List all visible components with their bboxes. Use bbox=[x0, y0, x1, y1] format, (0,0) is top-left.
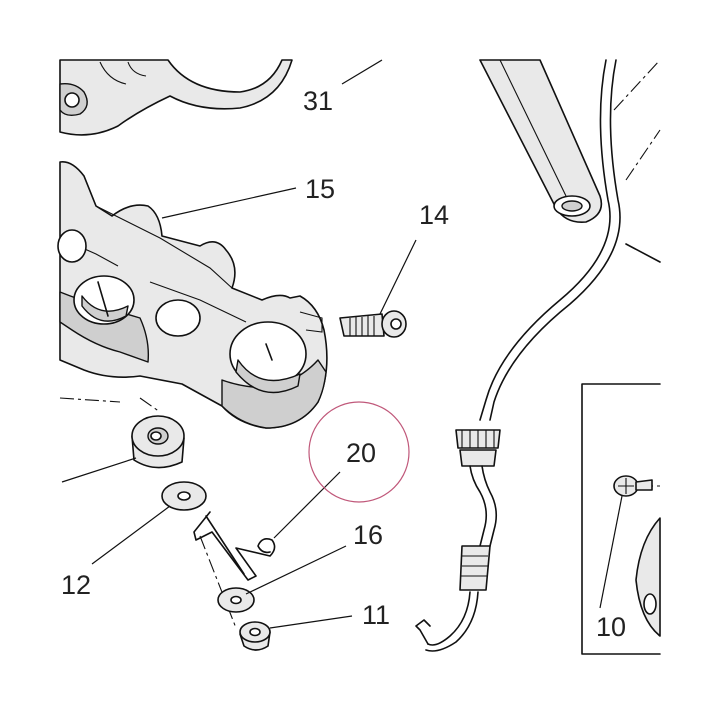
assembly-axis-lines bbox=[59, 59, 661, 629]
upper-bracket-part bbox=[59, 59, 293, 136]
wire-clip-part bbox=[193, 511, 276, 581]
callout-20: 20 bbox=[346, 438, 376, 468]
leader-lines bbox=[61, 59, 623, 629]
triple-clamp-part bbox=[57, 160, 328, 429]
bolt-part bbox=[339, 310, 407, 338]
callout-31: 31 bbox=[303, 86, 333, 116]
fork-tube-part bbox=[479, 59, 603, 224]
callout-10: 10 bbox=[596, 612, 626, 642]
callout-16: 16 bbox=[353, 520, 383, 550]
cable-part bbox=[415, 59, 661, 652]
nut-part bbox=[239, 621, 271, 651]
highlight-circle bbox=[308, 401, 410, 503]
washer-part-12 bbox=[161, 481, 207, 511]
inset-detail-box bbox=[581, 383, 661, 655]
callout-15: 15 bbox=[305, 174, 335, 204]
callout-12: 12 bbox=[61, 570, 91, 600]
callout-14: 14 bbox=[419, 200, 449, 230]
callout-11: 11 bbox=[362, 600, 390, 630]
grommet-part bbox=[131, 415, 185, 469]
washer-part-16 bbox=[217, 587, 255, 613]
